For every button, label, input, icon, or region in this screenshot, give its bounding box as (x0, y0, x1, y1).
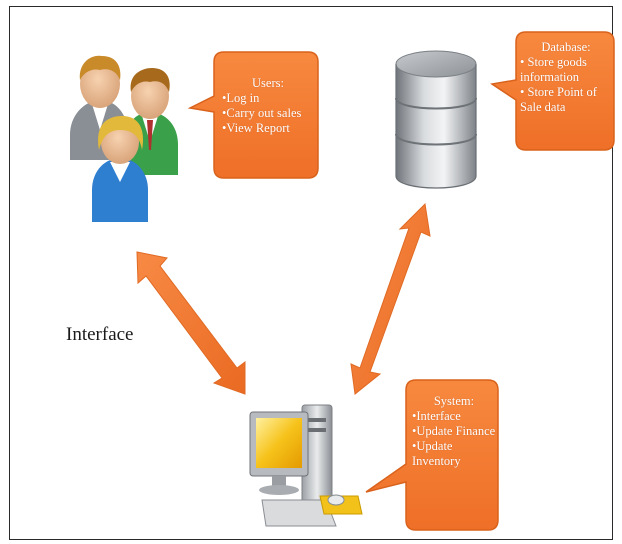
system-item-3: •Update (412, 439, 453, 453)
database-callout-title: Database: (541, 40, 591, 54)
users-item-3: •View Report (222, 121, 290, 135)
system-callout: System: •Interface •Update Finance •Upda… (412, 394, 496, 469)
system-item-1: •Interface (412, 409, 461, 423)
arrow-database-system (350, 202, 431, 395)
desktop-computer-icon (249, 404, 363, 527)
users-callout: Users: •Log in •Carry out sales •View Re… (222, 76, 314, 136)
database-callout-shape (490, 31, 615, 151)
database-item-2: information (520, 70, 580, 84)
system-callout-title: System: (433, 394, 475, 408)
system-callout-shape (365, 379, 499, 531)
database-callout: Database: • Store goods information • St… (520, 40, 612, 115)
users-callout-title: Users: (252, 76, 284, 90)
database-item-1: • Store goods (520, 55, 587, 69)
system-item-2: •Update Finance (412, 424, 496, 438)
users-group-icon (70, 55, 178, 222)
arrow-users-system (136, 251, 246, 395)
users-item-2: •Carry out sales (222, 106, 302, 120)
database-item-3: • Store Point of (520, 85, 597, 99)
diagram-frame (9, 6, 613, 540)
users-item-1: •Log in (222, 91, 260, 105)
database-cylinder-icon (395, 50, 477, 189)
users-callout-shape (187, 51, 319, 179)
interface-label: Interface (66, 324, 134, 345)
system-item-4: Inventory (412, 454, 461, 468)
database-item-4: Sale data (520, 100, 566, 114)
